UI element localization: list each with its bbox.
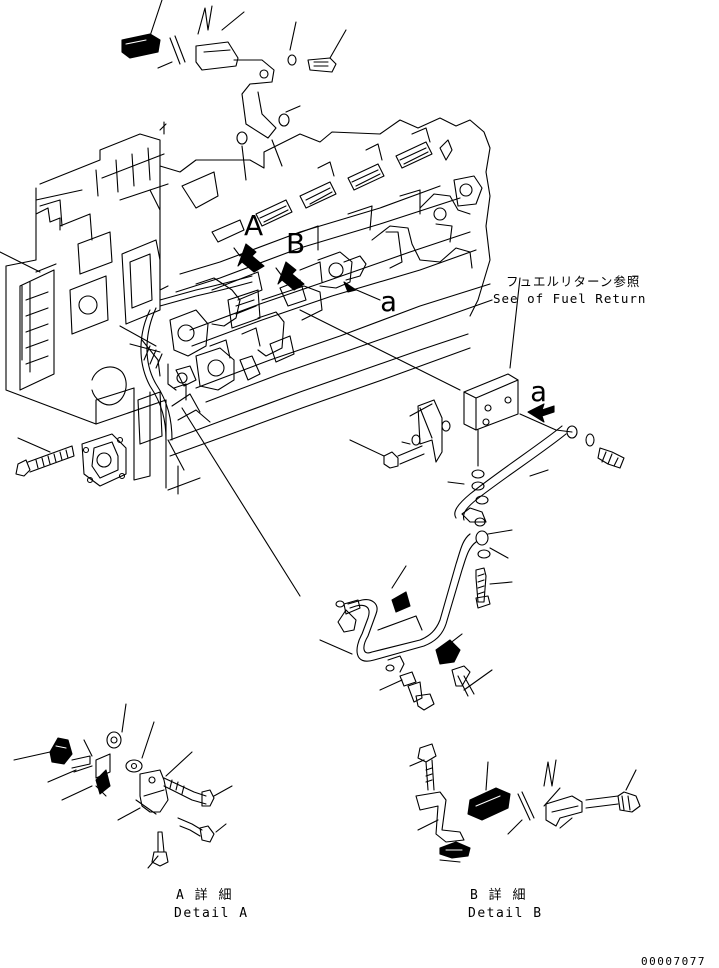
part-number: 00007077 — [641, 955, 706, 968]
top-bracket-assembly — [121, 0, 347, 181]
fuel-return-note-jp: フュエルリターン参照 — [506, 274, 641, 289]
fuel-return-assembly — [299, 277, 625, 609]
view-a-engine-label: a — [380, 285, 397, 318]
detail-a-title-en: Detail A — [174, 906, 249, 921]
fuel-return-note-en: See of Fuel Return — [493, 291, 647, 306]
detail-arrows — [233, 243, 555, 423]
engine-block — [0, 117, 493, 597]
detail-b-callout: B — [286, 227, 306, 260]
detail-a-callout: A — [244, 209, 264, 242]
detail-a-drawing — [13, 703, 233, 869]
detail-b-drawing — [409, 743, 641, 863]
detail-a-title-jp: A 詳 細 — [176, 888, 233, 903]
lower-fuel-pipe — [319, 533, 493, 711]
detail-b-title-en: Detail B — [468, 906, 543, 921]
detail-b-title-jp: B 詳 細 — [470, 888, 527, 903]
view-a-arrow-label: a — [530, 375, 547, 408]
